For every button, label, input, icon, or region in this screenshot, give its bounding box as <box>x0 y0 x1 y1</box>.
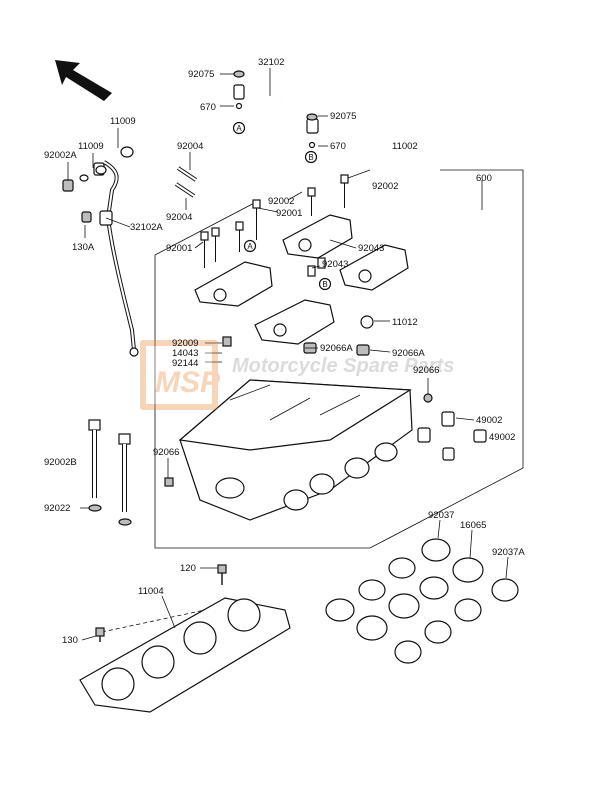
label-92002B: 92002B <box>44 457 77 468</box>
label-92022: 92022 <box>44 503 70 514</box>
plugs-49002 <box>164 393 487 487</box>
label-92066b: 92066 <box>153 447 179 458</box>
label-92002a: 92002 <box>372 181 398 192</box>
assembly-frame-11002 <box>154 169 524 549</box>
cap-bolts <box>200 174 349 268</box>
label-49002a: 49002 <box>476 415 502 426</box>
label-49002b: 49002 <box>489 432 515 443</box>
label-32102A: 32102A <box>130 222 163 233</box>
label-92066A-b: 92066A <box>392 348 425 359</box>
label-92043b: 92043 <box>322 259 348 270</box>
label-11009b: 11009 <box>78 141 104 152</box>
label-92075b: 92075 <box>330 111 356 122</box>
label-11009a: 11009 <box>110 116 136 127</box>
ref-B2: B <box>322 280 327 289</box>
label-92009: 92009 <box>172 338 198 349</box>
label-92004b: 92004 <box>166 212 192 223</box>
oil-pipe-32102 <box>233 70 319 149</box>
reference-marks: A B A B <box>232 121 332 291</box>
ref-A1: A <box>236 124 242 133</box>
front-direction-arrow <box>55 60 112 101</box>
label-92004a: 92004 <box>177 141 203 152</box>
label-670b: 670 <box>330 141 346 152</box>
cylinder-head-11002 <box>178 315 413 521</box>
head-gasket-11004 <box>79 564 291 713</box>
label-92043a: 92043 <box>358 243 384 254</box>
label-120: 120 <box>180 563 196 574</box>
part-number-labels: 92075 32102 670 92075 670 11009 11009 92… <box>44 57 525 646</box>
holders-and-clamps <box>325 538 519 664</box>
label-92001b: 92001 <box>166 243 192 254</box>
label-14043: 14043 <box>172 348 198 359</box>
label-92066A-a: 92066A <box>320 343 353 354</box>
ref-B1: B <box>308 153 313 162</box>
studs-92004 <box>174 166 198 198</box>
label-130A: 130A <box>72 242 95 253</box>
label-16065: 16065 <box>460 520 486 531</box>
label-92075a: 92075 <box>188 69 214 80</box>
oil-pipe-32102A <box>62 146 139 357</box>
label-92037A: 92037A <box>492 547 525 558</box>
label-600: 600 <box>476 173 492 184</box>
label-11004: 11004 <box>138 586 164 597</box>
label-92002A: 92002A <box>44 150 77 161</box>
leader-lines <box>67 68 509 641</box>
label-92002b: 92002 <box>268 196 294 207</box>
label-92001a: 92001 <box>276 208 302 219</box>
ref-A2: A <box>247 242 253 251</box>
label-92144: 92144 <box>172 358 198 369</box>
label-92037: 92037 <box>428 510 454 521</box>
watermark-text: Motorcycle Spare Parts <box>232 355 454 377</box>
label-130: 130 <box>62 635 78 646</box>
head-bolts-92002B <box>88 419 132 526</box>
msp-watermark: MSP Motorcycle Spare Parts <box>140 340 454 410</box>
watermark-logo: MSP <box>155 366 221 399</box>
label-92066a: 92066 <box>413 365 439 376</box>
camshaft-caps <box>194 214 409 345</box>
label-670a: 670 <box>200 102 216 113</box>
label-32102: 32102 <box>258 57 284 68</box>
label-11012: 11012 <box>392 317 418 328</box>
label-11002: 11002 <box>392 141 418 152</box>
